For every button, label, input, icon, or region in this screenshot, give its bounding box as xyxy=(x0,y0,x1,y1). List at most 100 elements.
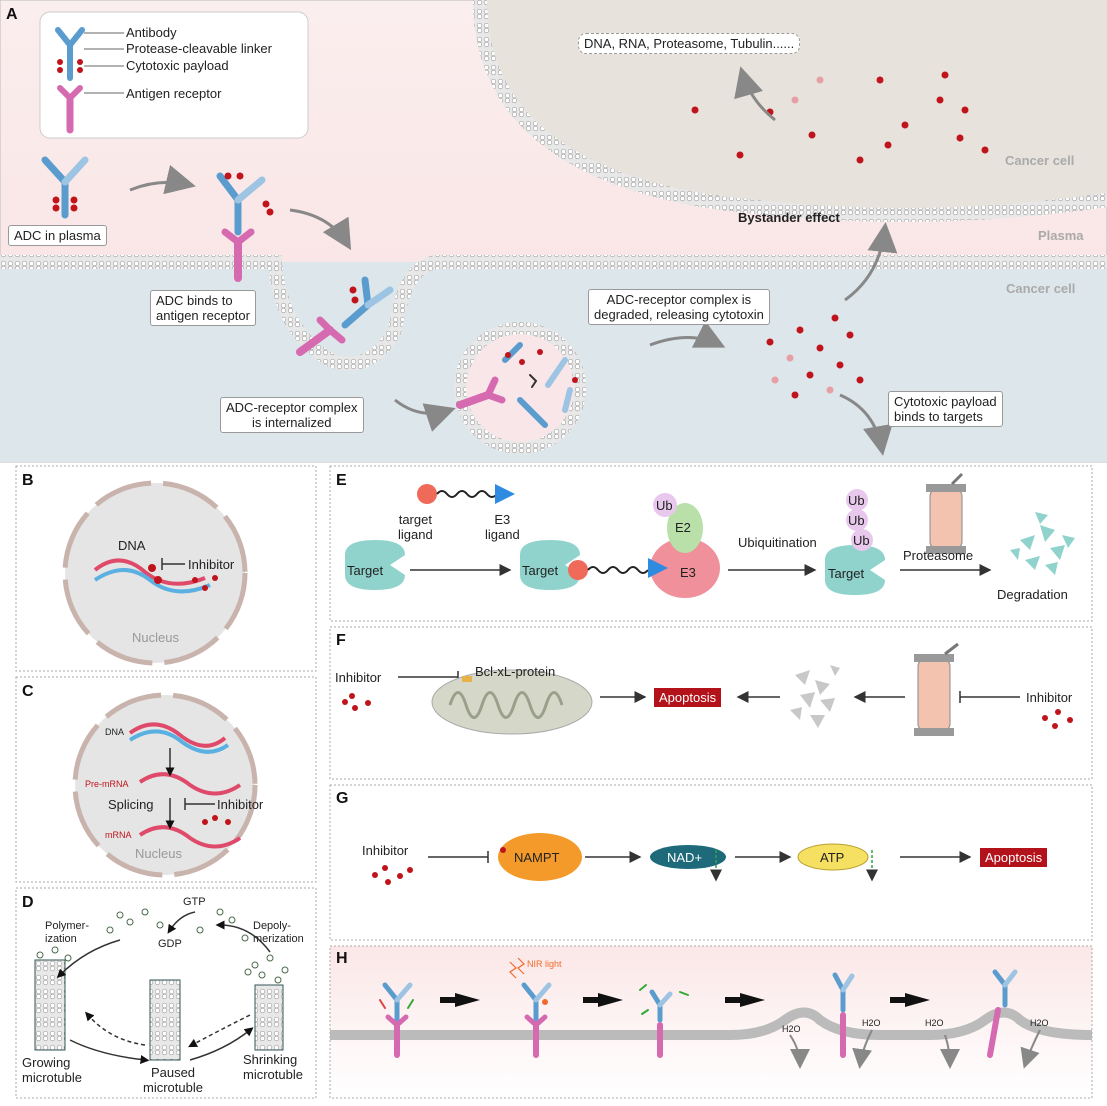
premrna-label: Pre-mRNA xyxy=(85,779,129,789)
mrna-label: mRNA xyxy=(105,830,132,840)
panel-e xyxy=(329,465,1093,622)
adc-free xyxy=(41,156,89,219)
nampt-label: NAMPT xyxy=(514,850,560,865)
nucleus-c xyxy=(72,692,258,878)
legend-antibody-icon xyxy=(55,27,85,81)
inhibitor-label-f2: Inhibitor xyxy=(1026,690,1073,705)
h2o-label-4: H2O xyxy=(1030,1018,1049,1028)
adc-in-plasma-box: ADC in plasma xyxy=(8,225,107,246)
panel-label-g: G xyxy=(336,790,349,807)
panel-label-b: B xyxy=(22,472,34,489)
bcl-xl-label: Bcl-xL-protein xyxy=(475,664,556,679)
h-adc-4 xyxy=(832,972,855,1058)
cancer-cell-top-label: Cancer cell xyxy=(1005,153,1075,168)
panel-label-f: F xyxy=(336,632,346,649)
panel-label-c: C xyxy=(22,683,34,700)
ub-label-1: Ub xyxy=(656,498,673,513)
panel-label-d: D xyxy=(22,894,34,911)
e2-enzyme xyxy=(667,503,703,553)
inhibitor-label-f1: Inhibitor xyxy=(335,670,382,685)
degraded-fragments-f xyxy=(790,665,840,728)
legend-receptor-icon xyxy=(57,85,83,134)
gdp-label: GDP xyxy=(158,938,182,950)
target-protein-1 xyxy=(345,540,405,590)
gtp-label: GTP xyxy=(183,896,206,908)
nampt-node xyxy=(498,833,582,881)
splicing-label: Splicing xyxy=(108,797,154,812)
cancer-cell-mid-label: Cancer cell xyxy=(1006,281,1076,296)
degraded-fragments-e xyxy=(1010,512,1075,575)
target-label-2: Target xyxy=(522,563,559,578)
nad-label: NAD+ xyxy=(667,850,703,865)
e3-ligand-icon xyxy=(495,484,515,504)
target-ligand-icon xyxy=(417,484,437,504)
atp-label: ATP xyxy=(820,850,845,865)
inhibitor-label-g: Inhibitor xyxy=(362,843,409,858)
legend-receptor-label: Antigen receptor xyxy=(126,86,222,101)
dna-label-c: DNA xyxy=(105,727,125,737)
nir-light-label: NIR light xyxy=(527,959,562,969)
target-protein-2 xyxy=(520,540,580,590)
released-payload xyxy=(766,314,864,399)
proteasome-icon-f xyxy=(914,642,959,736)
endosome xyxy=(454,322,586,454)
ub-label-3: Ub xyxy=(848,513,865,528)
plasma-membrane xyxy=(0,255,1107,371)
proteasome-icon-e xyxy=(926,472,966,554)
legend-payload-label: Cytotoxic payload xyxy=(126,58,229,73)
h2o-label-1: H2O xyxy=(782,1024,801,1034)
polymerization-label: Polymer-ization xyxy=(45,920,90,945)
nucleus-label-c: Nucleus xyxy=(135,846,182,861)
legend-box xyxy=(39,11,309,139)
bystander-payload xyxy=(691,71,989,164)
panel-label-a: A xyxy=(6,6,18,23)
panel-d xyxy=(15,887,317,1099)
target-protein-3 xyxy=(825,545,885,595)
h-adc-3 xyxy=(639,984,689,1058)
e3-ligase xyxy=(650,538,720,598)
legend-linker-label: Protease-cleavable linker xyxy=(126,41,272,56)
plasma-label: Plasma xyxy=(1038,228,1084,243)
target-label-1: Target xyxy=(347,563,384,578)
mitochondrion xyxy=(431,669,593,735)
endosome-contents xyxy=(456,342,578,428)
atp-node xyxy=(797,843,869,871)
apoptosis-label-g: Apoptosis xyxy=(980,848,1048,867)
shrinking-microtubule xyxy=(254,984,284,1051)
panel-c xyxy=(15,676,317,883)
h-adc-2 xyxy=(521,982,552,1058)
bystander-effect-label: Bystander effect xyxy=(738,210,840,225)
membrane-h xyxy=(330,1007,1093,1040)
h-adc-5 xyxy=(987,969,1018,1058)
payload-targets-box: DNA, RNA, Proteasome, Tubulin...... xyxy=(578,33,801,54)
dna-label-b: DNA xyxy=(118,538,146,553)
nucleus-label-b: Nucleus xyxy=(132,630,179,645)
degradation-label: Degradation xyxy=(997,587,1068,602)
adc-in-pit xyxy=(296,276,394,356)
ub-label-4: Ub xyxy=(853,533,870,548)
inhibitor-label-c: Inhibitor xyxy=(217,797,264,812)
panel-b xyxy=(15,465,317,672)
nad-node xyxy=(650,845,726,869)
ub-label-2: Ub xyxy=(848,493,865,508)
e3-label: E3 xyxy=(680,565,696,580)
h2o-label-2: H2O xyxy=(862,1018,881,1028)
h-adc-1 xyxy=(379,982,414,1058)
legend-antibody-label: Antibody xyxy=(126,25,177,40)
panel-g xyxy=(329,784,1093,941)
adc-bound xyxy=(216,172,274,282)
inhibitor-label-b: Inhibitor xyxy=(188,557,235,572)
e2-label: E2 xyxy=(675,520,691,535)
nucleus-b xyxy=(62,480,248,666)
panel-h xyxy=(329,945,1093,1099)
target-label-3: Target xyxy=(828,566,865,581)
